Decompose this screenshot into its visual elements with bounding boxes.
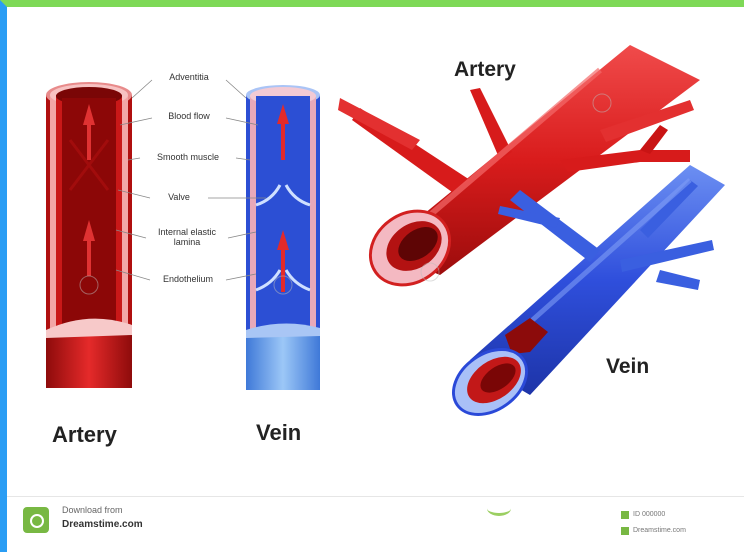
vein-tube-illustration [246, 85, 320, 390]
label-smooth-muscle: Smooth muscle [140, 152, 236, 162]
stock-footer: Download from Dreamstime.com ID 000000 D… [7, 496, 744, 553]
label-adventitia: Adventitia [152, 72, 226, 82]
label-valve: Valve [150, 192, 208, 202]
artery-tube-illustration [46, 82, 132, 388]
footer-copyright-icon [621, 527, 629, 535]
footer-id-line: ID 000000 [633, 511, 665, 518]
left-vein-label: Vein [256, 420, 301, 446]
footer-download-text: Download from [62, 505, 123, 515]
label-leader-lines [116, 80, 266, 280]
footer-id-icon [621, 511, 629, 519]
label-blood-flow: Blood flow [152, 111, 226, 121]
footer-copyright-line: Dreamstime.com [633, 527, 686, 534]
footer-leaf-icon [487, 501, 511, 516]
right-artery-label: Artery [454, 58, 516, 82]
right-vein-label: Vein [606, 355, 649, 379]
stock-logo-icon [23, 507, 49, 533]
label-endothelium: Endothelium [150, 274, 226, 284]
footer-site-name: Dreamstime.com [62, 519, 143, 530]
left-artery-label: Artery [52, 422, 117, 448]
label-internal-elastic-lamina: Internal elastic lamina [146, 227, 228, 247]
